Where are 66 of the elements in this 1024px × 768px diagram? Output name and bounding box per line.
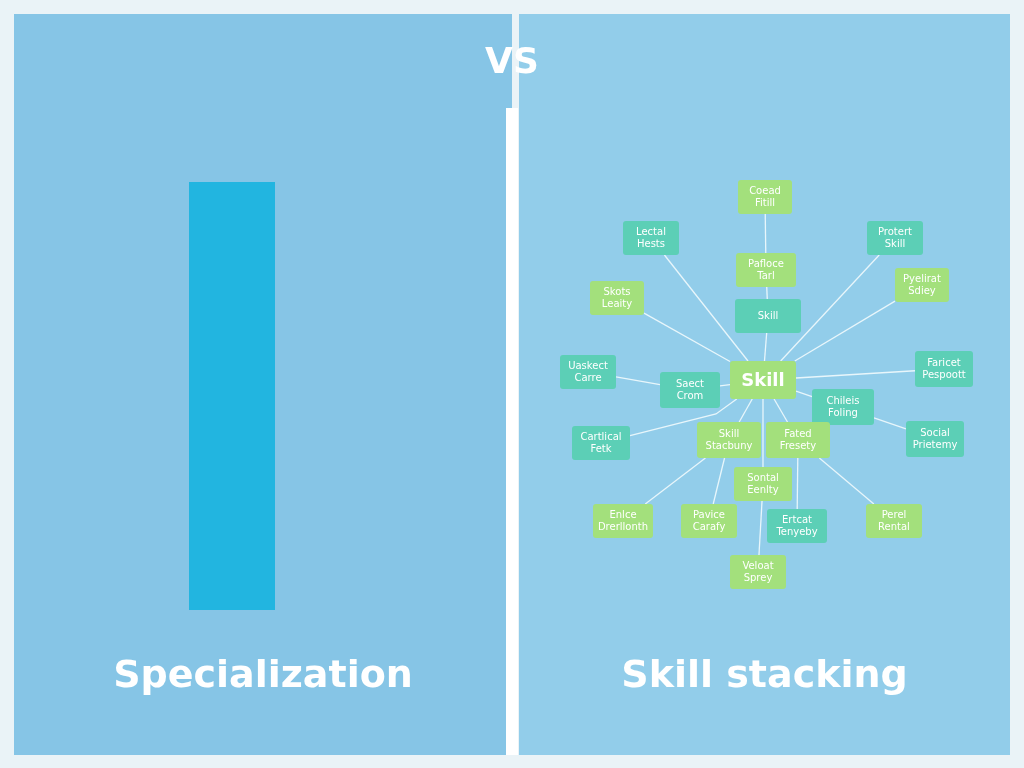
- skill-box: [734, 467, 792, 501]
- skill-label: Ertcat Tenyeby: [775, 514, 819, 538]
- skill-label: Skill Stacbuny: [704, 428, 754, 452]
- skill-box: [735, 299, 801, 333]
- connector-line: [663, 254, 749, 362]
- skill-label: Fated Fresety: [778, 428, 818, 452]
- skill-box: [906, 421, 964, 457]
- connector-line: [763, 332, 768, 362]
- skill-label: Protert Skill: [877, 226, 913, 250]
- connector-line: [738, 398, 753, 423]
- skill-box: [895, 268, 949, 302]
- connector-line: [794, 300, 896, 362]
- skill-box: [681, 504, 737, 538]
- skill-label: Uaskect Carre: [567, 360, 609, 384]
- skill-box: [730, 555, 786, 589]
- skill-box: [560, 355, 616, 389]
- skill-box: [812, 389, 874, 425]
- skill-box: [623, 221, 679, 255]
- skill-label: Pafloce Tarl: [747, 258, 785, 282]
- skill-label: Cartlical Fetk: [579, 431, 623, 455]
- connector-line: [818, 457, 875, 505]
- skill-label: Sontal Eenlty: [746, 472, 780, 496]
- skill-box: [660, 372, 720, 408]
- central-skill-box: [730, 361, 796, 399]
- skill-box: [866, 504, 922, 538]
- connector-line: [719, 383, 731, 387]
- connector-line: [643, 312, 731, 363]
- skill-label: Skill: [741, 369, 785, 391]
- skill-label: Lectal Hests: [635, 226, 667, 250]
- skill-box: [590, 281, 644, 315]
- skill-box: [572, 426, 630, 460]
- skill-box: [915, 351, 973, 387]
- skill-box: [867, 221, 923, 255]
- connector-line: [764, 213, 767, 254]
- connector-line: [629, 398, 738, 437]
- skill-box: [767, 509, 827, 543]
- connector-line: [644, 457, 707, 505]
- skill-label: Skill: [757, 310, 779, 322]
- skill-label: Pyelirat Sdiey: [902, 273, 942, 297]
- connector-line: [712, 457, 726, 505]
- connector-line: [795, 390, 813, 398]
- skill-label: Pavice Carafy: [691, 509, 727, 533]
- connector-line: [762, 398, 764, 468]
- connector-line: [873, 417, 907, 430]
- connector-line: [780, 254, 880, 362]
- skill-box: [736, 253, 796, 287]
- connector-line: [795, 370, 916, 379]
- skill-box: [766, 422, 830, 458]
- skill-label: Veloat Sprey: [741, 560, 775, 584]
- skill-box: [697, 422, 761, 458]
- connector-line: [758, 500, 763, 556]
- skill-label: Chileis Foling: [825, 395, 861, 419]
- connector-line: [615, 376, 661, 386]
- connector-line: [796, 457, 799, 510]
- skill-label: Faricet Pespoott: [921, 357, 967, 381]
- skill-label: Social Prietemy: [911, 427, 959, 451]
- panel-heading: Skill stacking: [620, 652, 909, 696]
- skill-label: Saect Crom: [674, 378, 705, 402]
- skill-box: [738, 180, 792, 214]
- panel-heading: Specialization: [112, 652, 414, 696]
- connector-line: [773, 398, 789, 423]
- skill-label: Perel Rental: [877, 509, 911, 533]
- skill-label: Coead Fitill: [748, 185, 782, 209]
- skill-label: Enlce Drerllonth: [596, 509, 650, 533]
- skill-label: Skots Leaity: [600, 286, 634, 310]
- connector-line: [766, 286, 768, 300]
